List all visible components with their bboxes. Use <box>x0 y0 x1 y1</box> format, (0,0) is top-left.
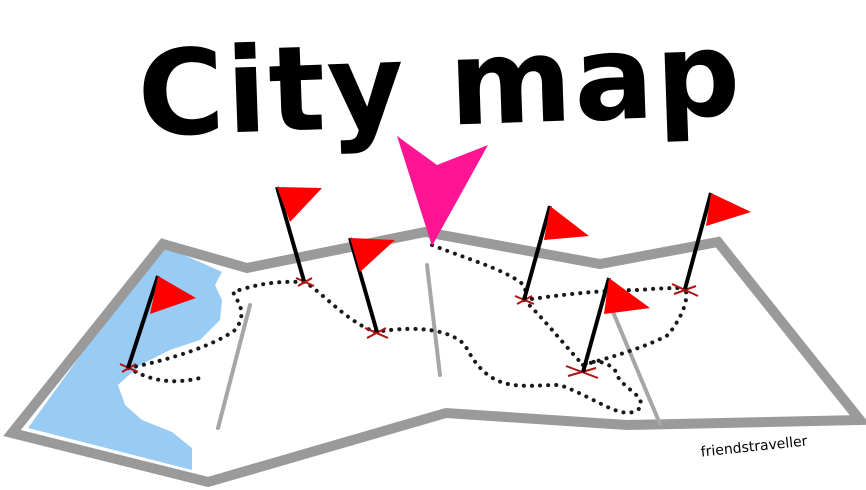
flag-icon <box>683 192 751 290</box>
flag-icon <box>581 277 650 373</box>
flag-icon <box>275 186 322 282</box>
location-pin-icon <box>397 136 488 246</box>
flag-icon <box>522 205 589 301</box>
flag-icon <box>126 275 196 369</box>
credit-text: friendstraveller <box>700 433 808 460</box>
page-title: City map <box>135 4 744 163</box>
flag-icon <box>348 237 395 333</box>
map-fold-lines <box>216 263 662 430</box>
water-area <box>28 245 222 470</box>
